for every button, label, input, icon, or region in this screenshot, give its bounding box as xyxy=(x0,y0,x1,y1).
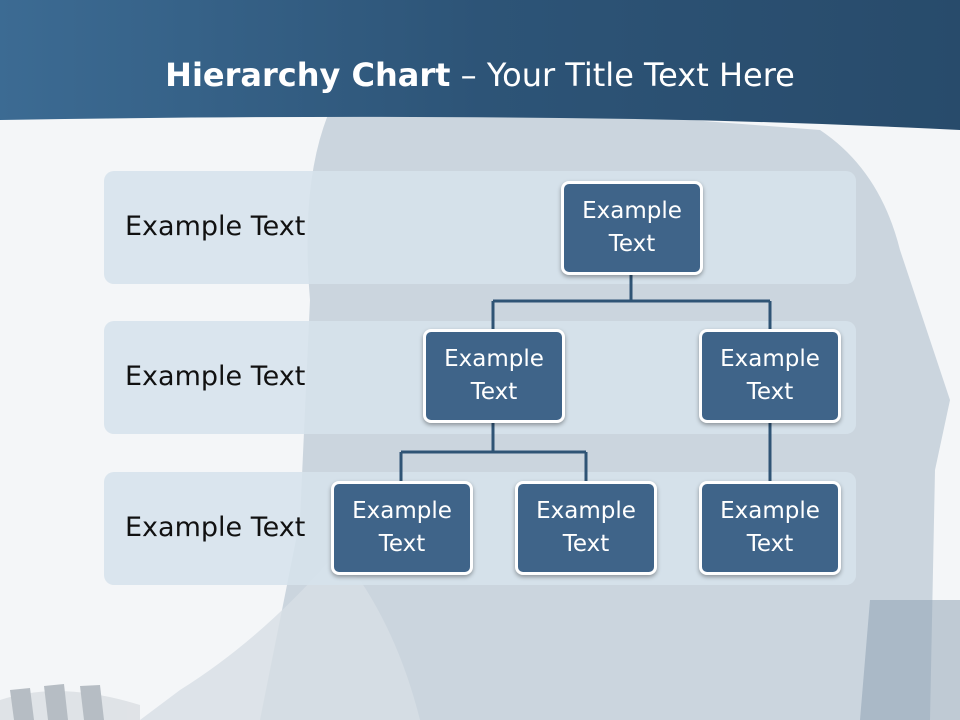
level-label-1: Example Text xyxy=(125,211,306,242)
node-level3-c: Example Text xyxy=(699,481,841,575)
level-band-1 xyxy=(104,171,856,284)
node-level2-left: Example Text xyxy=(423,329,565,423)
node-level3-b: Example Text xyxy=(515,481,657,575)
node-root: Example Text xyxy=(561,181,703,275)
node-level2-right: Example Text xyxy=(699,329,841,423)
title-rest: – Your Title Text Here xyxy=(450,56,795,94)
title-bold: Hierarchy Chart xyxy=(165,56,451,94)
slide-title: Hierarchy Chart – Your Title Text Here xyxy=(0,56,960,94)
level-label-2: Example Text xyxy=(125,361,306,392)
node-level3-a: Example Text xyxy=(331,481,473,575)
level-label-3: Example Text xyxy=(125,512,306,543)
